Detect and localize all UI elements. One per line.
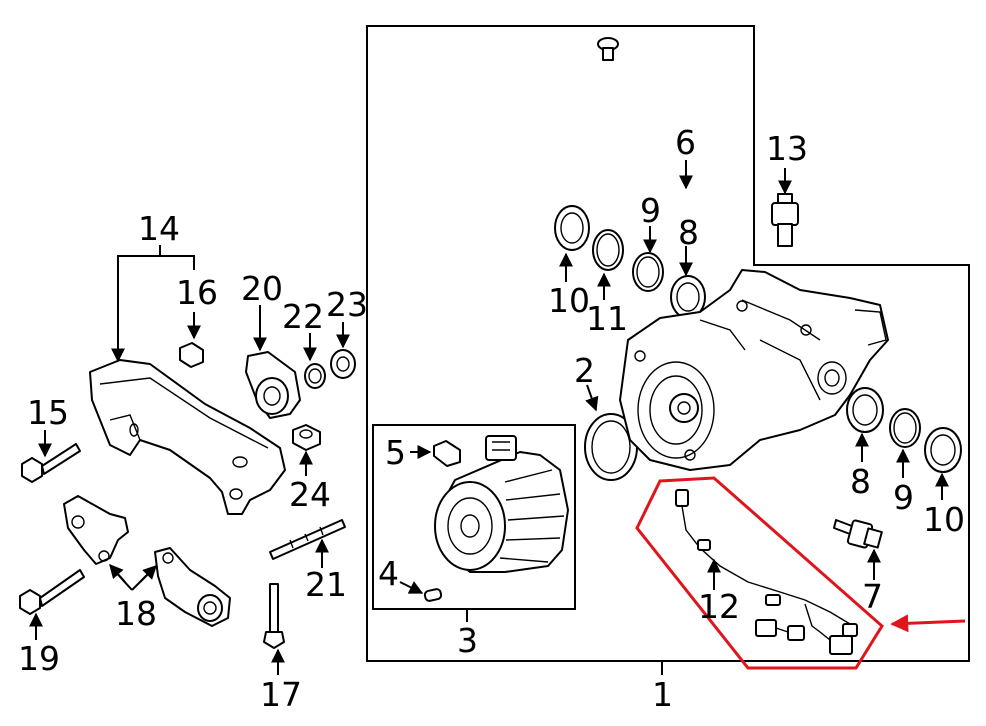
label-4: 4	[378, 554, 399, 593]
leader-18-a	[109, 563, 126, 583]
label-10-lower: 10	[923, 500, 965, 539]
label-20: 20	[241, 269, 283, 308]
seal-10-upper	[554, 205, 590, 251]
ring-9-lower	[889, 408, 921, 448]
label-8-upper: 8	[678, 213, 699, 252]
bolt-17	[263, 583, 285, 649]
label-7: 7	[862, 577, 883, 616]
label-3: 3	[457, 621, 478, 660]
assembly-frame	[366, 25, 970, 662]
bracket-18b	[154, 547, 231, 627]
temperature-sensor	[833, 519, 883, 549]
bolt-19	[19, 569, 85, 615]
leader-14	[117, 255, 195, 355]
label-17: 17	[260, 675, 302, 714]
label-16: 16	[176, 273, 218, 312]
highlight-outline	[635, 476, 884, 670]
label-18: 18	[115, 594, 157, 633]
leader-18	[111, 567, 153, 591]
ring-11	[592, 229, 624, 271]
bearing-8-lower	[846, 387, 884, 433]
wiring-harness	[675, 489, 858, 655]
leader-2	[585, 384, 599, 412]
label-9-lower: 9	[893, 478, 914, 517]
connector-5	[433, 440, 461, 467]
leader-4	[399, 581, 424, 594]
label-10-upper: 10	[548, 281, 590, 320]
leader-18-b	[139, 565, 157, 583]
electric-motor	[434, 435, 569, 573]
label-6: 6	[675, 123, 696, 162]
label-9-upper: 9	[640, 191, 661, 230]
pin-4	[423, 588, 443, 602]
nut-16	[179, 342, 204, 368]
seal-10-lower	[924, 427, 962, 473]
highlight-arrow	[890, 614, 966, 633]
label-2: 2	[574, 351, 595, 390]
differential-housing	[619, 269, 889, 471]
bushing-20	[245, 351, 301, 419]
bolt-15	[21, 443, 81, 483]
nut-23	[330, 349, 356, 379]
label-24: 24	[289, 475, 331, 514]
label-19: 19	[18, 639, 60, 678]
label-13: 13	[766, 129, 808, 168]
label-15: 15	[27, 393, 69, 432]
label-21: 21	[305, 565, 347, 604]
label-11: 11	[586, 299, 628, 338]
sensor	[771, 193, 799, 247]
label-23: 23	[326, 285, 368, 324]
motor-subframe	[372, 424, 576, 610]
crossmember	[89, 359, 286, 515]
stud-21	[269, 519, 346, 560]
ring-9-upper	[632, 252, 664, 292]
washer-22	[304, 363, 326, 389]
label-5: 5	[385, 433, 406, 472]
label-12: 12	[698, 587, 740, 626]
label-22: 22	[282, 297, 324, 336]
label-8-lower: 8	[850, 462, 871, 501]
nut-24	[292, 424, 321, 451]
bracket-18a	[63, 495, 129, 565]
label-14: 14	[138, 209, 180, 248]
label-1: 1	[652, 675, 673, 714]
hose	[597, 37, 730, 237]
